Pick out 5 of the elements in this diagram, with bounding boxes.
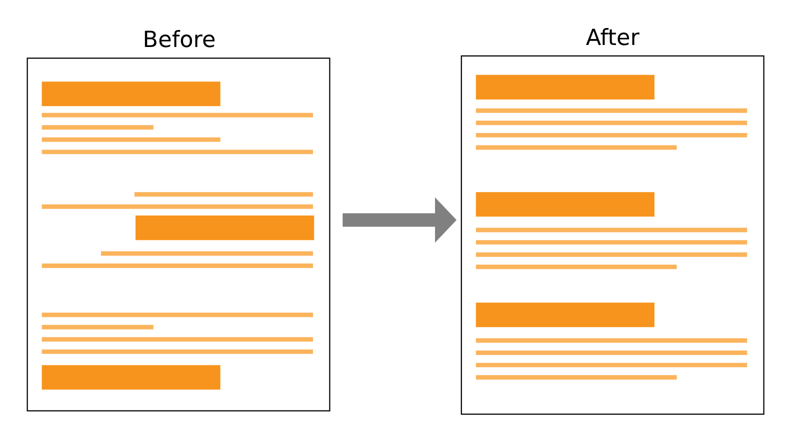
node-label: After: [586, 24, 640, 51]
node-label: Before: [142, 27, 216, 54]
arrow: [342, 197, 457, 243]
node-box: [26, 58, 330, 412]
node-box: [460, 55, 764, 415]
